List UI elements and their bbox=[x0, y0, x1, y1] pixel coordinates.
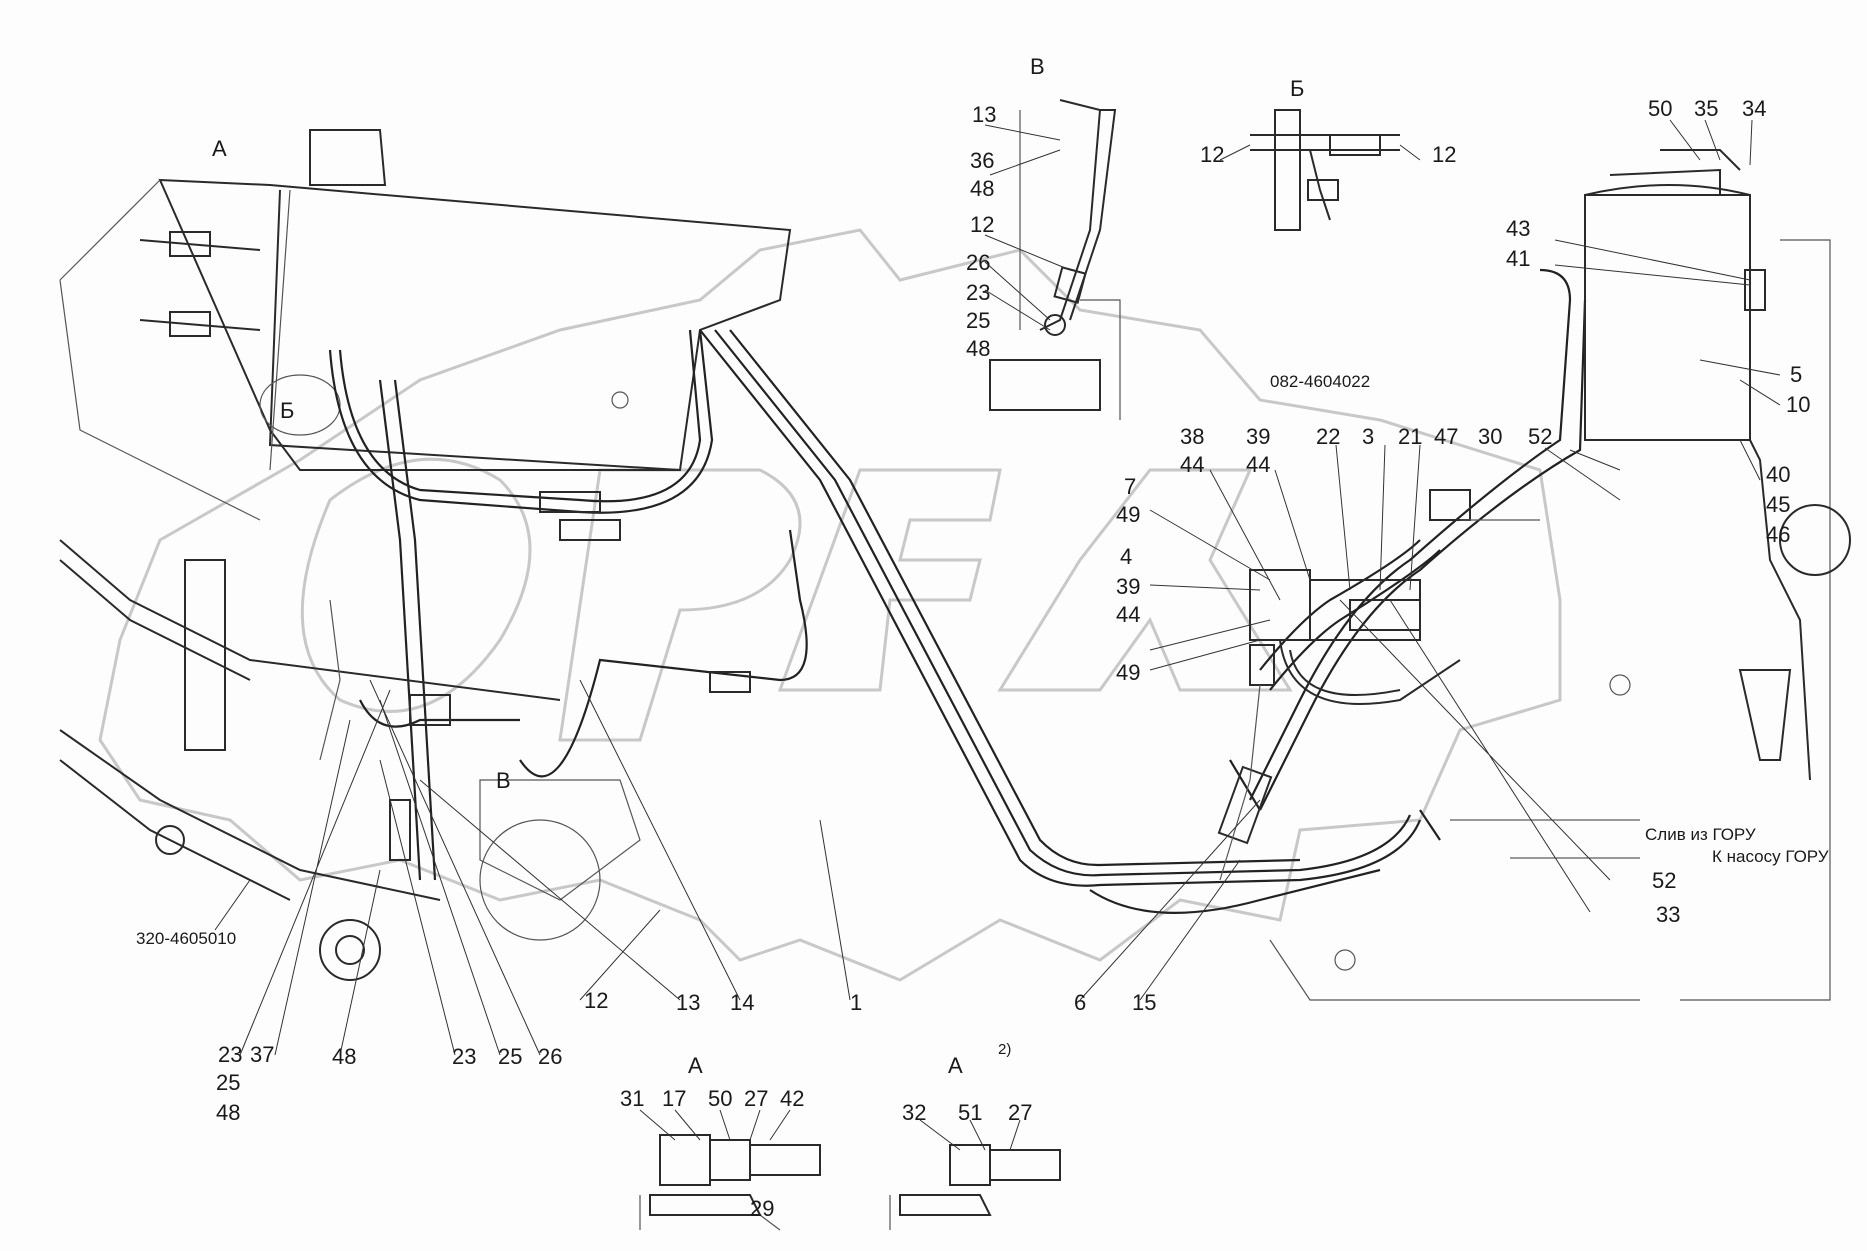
callout: 48 bbox=[332, 1044, 357, 1069]
part-code-082: 082-4604022 bbox=[1270, 372, 1371, 391]
callout: 50 bbox=[708, 1086, 733, 1111]
callout: 22 bbox=[1316, 424, 1341, 449]
callout: 23 bbox=[966, 280, 991, 305]
view-letter-v: В bbox=[496, 768, 511, 793]
view-a1-title: А bbox=[688, 1053, 703, 1078]
annotation-pump: К насосу ГОРУ bbox=[1712, 847, 1829, 866]
callout: 31 bbox=[620, 1086, 645, 1111]
callout: 48 bbox=[970, 176, 995, 201]
callout: 48 bbox=[216, 1100, 241, 1125]
callout: 26 bbox=[966, 250, 991, 275]
callout: 43 bbox=[1506, 216, 1531, 241]
callout: 48 bbox=[966, 336, 991, 361]
view-a2-detail bbox=[889, 1144, 1061, 1230]
callout: 40 bbox=[1766, 462, 1791, 487]
callout: 45 bbox=[1766, 492, 1791, 517]
view-b-detail bbox=[1250, 109, 1400, 231]
callout: 12 bbox=[1200, 142, 1225, 167]
callout: 13 bbox=[676, 990, 701, 1015]
callout: 23 bbox=[452, 1044, 477, 1069]
leader-lines bbox=[214, 119, 1781, 1151]
callout: 34 bbox=[1742, 96, 1767, 121]
callout: 5 bbox=[1790, 362, 1803, 387]
valve-assembly bbox=[1219, 489, 1540, 881]
callout: 27 bbox=[1008, 1100, 1033, 1125]
lower-frame bbox=[59, 539, 641, 981]
callout: 14 bbox=[730, 990, 755, 1015]
callout: 25 bbox=[216, 1070, 241, 1095]
callout: 12 bbox=[584, 988, 609, 1013]
callout: 4 bbox=[1120, 544, 1133, 569]
callout: 7 bbox=[1124, 474, 1137, 499]
callout: 12 bbox=[970, 212, 995, 237]
callout: 26 bbox=[538, 1044, 563, 1069]
callout: 10 bbox=[1786, 392, 1811, 417]
callout: 39 bbox=[1116, 574, 1141, 599]
filter-canister bbox=[1269, 149, 1851, 1001]
callout: 46 bbox=[1766, 522, 1791, 547]
tank-assembly bbox=[59, 129, 792, 521]
view-a2-superscript: 2) bbox=[998, 1041, 1012, 1058]
callout: 36 bbox=[970, 148, 995, 173]
view-letter-a: А bbox=[212, 136, 227, 161]
view-v-detail bbox=[989, 99, 1121, 420]
callout: 23 bbox=[218, 1042, 243, 1067]
view-a2-title: А bbox=[948, 1053, 963, 1078]
callout: 35 bbox=[1694, 96, 1719, 121]
callout: 33 bbox=[1656, 902, 1681, 927]
callout: 15 bbox=[1132, 990, 1157, 1015]
callout: 25 bbox=[966, 308, 991, 333]
pipe-lines bbox=[328, 268, 1587, 914]
callout: 50 bbox=[1648, 96, 1673, 121]
callout: 21 bbox=[1398, 424, 1423, 449]
callout: 49 bbox=[1116, 502, 1141, 527]
callout: 27 bbox=[744, 1086, 769, 1111]
part-code-320: 320-4605010 bbox=[136, 929, 237, 948]
callout: 25 bbox=[498, 1044, 523, 1069]
callout: 44 bbox=[1180, 452, 1205, 477]
callout: 12 bbox=[1432, 142, 1457, 167]
view-v-title: В bbox=[1030, 54, 1045, 79]
callout: 39 bbox=[1246, 424, 1271, 449]
callout: 30 bbox=[1478, 424, 1503, 449]
callout: 49 bbox=[1116, 660, 1141, 685]
callout: 47 bbox=[1434, 424, 1459, 449]
view-letter-b: Б bbox=[280, 398, 295, 423]
callout: 6 bbox=[1074, 990, 1087, 1015]
callout: 51 bbox=[958, 1100, 983, 1125]
callout: 1 bbox=[850, 990, 863, 1015]
callout: 38 bbox=[1180, 424, 1205, 449]
view-a1-detail bbox=[639, 1134, 821, 1231]
callout: 37 bbox=[250, 1042, 275, 1067]
view-b-title: Б bbox=[1290, 76, 1305, 101]
annotation-drain: Слив из ГОРУ bbox=[1645, 825, 1756, 844]
callout: 41 bbox=[1506, 246, 1531, 271]
callout: 3 bbox=[1362, 424, 1375, 449]
callout: 13 bbox=[972, 102, 997, 127]
callout: 29 bbox=[750, 1196, 775, 1221]
callout: 52 bbox=[1528, 424, 1553, 449]
callout: 32 bbox=[902, 1100, 927, 1125]
callout: 44 bbox=[1116, 602, 1141, 627]
callout: 17 bbox=[662, 1086, 687, 1111]
callout: 52 bbox=[1652, 868, 1677, 893]
callout: 44 bbox=[1246, 452, 1271, 477]
watermark bbox=[98, 228, 1562, 982]
callout: 42 bbox=[780, 1086, 805, 1111]
